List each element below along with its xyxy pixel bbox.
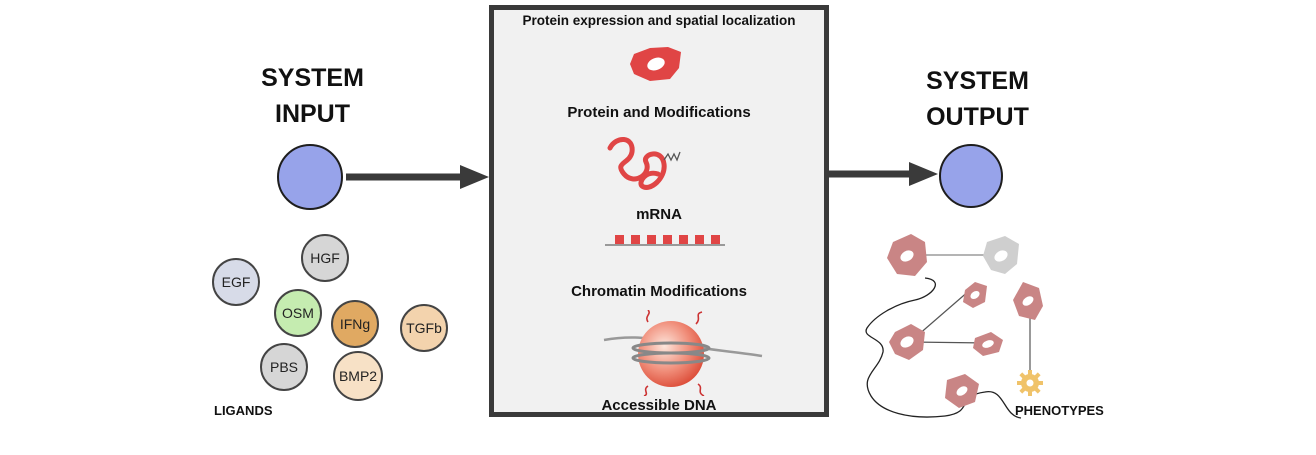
cell-mid-left: [889, 324, 925, 360]
ligands-caption: LIGANDS: [214, 403, 273, 418]
system-input-title-line1: SYSTEM: [261, 64, 364, 92]
system-output-title-line1: SYSTEM: [926, 67, 1029, 95]
dna-strand-icon: [605, 235, 725, 246]
protein-icon: [630, 47, 681, 81]
cell-mid-right: [973, 332, 1003, 356]
ligand-ifng: IFNg: [331, 300, 379, 348]
system-output-title: SYSTEM OUTPUT: [895, 63, 1060, 135]
cell-bottom: [945, 374, 979, 408]
ligand-egf-label: EGF: [221, 274, 251, 290]
cell-top-left: [887, 234, 927, 276]
cell-top-right-gray: [983, 236, 1019, 274]
ligand-osm: OSM: [274, 289, 322, 337]
ligand-bmp2-label: BMP2: [338, 368, 378, 384]
protein-label: Protein and Modifications: [567, 104, 751, 121]
ligand-bmp2: BMP2: [333, 351, 383, 401]
center-box-title: Protein expression and spatial localizat…: [522, 13, 796, 28]
ligand-osm-label: OSM: [282, 305, 314, 321]
system-input-node: [277, 144, 343, 210]
chromatin-label: Chromatin Modifications: [571, 283, 747, 300]
system-input-title: SYSTEM INPUT: [230, 60, 395, 132]
ligand-hgf-label: HGF: [310, 250, 340, 266]
input-arrow: [346, 165, 489, 189]
mrna-label: mRNA: [636, 206, 682, 223]
accessible-dna-label: Accessible DNA: [601, 397, 717, 414]
nucleosome-icon: [603, 310, 763, 396]
ligand-ifng-label: IFNg: [339, 316, 371, 332]
output-arrow: [829, 162, 938, 186]
ligand-tgfb-label: TGFb: [406, 320, 442, 336]
cell-mid-small: [963, 282, 987, 308]
phenotype-network: [865, 234, 1043, 419]
ligand-tgfb: TGFb: [400, 304, 448, 352]
cell-right-tall: [1013, 282, 1043, 320]
ligand-egf: EGF: [212, 258, 260, 306]
ligand-pbs: PBS: [260, 343, 308, 391]
phenotypes-caption: PHENOTYPES: [1015, 403, 1104, 418]
system-output-node: [939, 144, 1003, 208]
mrna-icon: [607, 137, 681, 190]
ligand-pbs-label: PBS: [269, 359, 298, 375]
phenotype-gear-icon: [1017, 370, 1043, 396]
system-output-title-line2: OUTPUT: [926, 103, 1029, 131]
system-input-title-line2: INPUT: [275, 100, 350, 128]
ligand-hgf: HGF: [301, 234, 349, 282]
